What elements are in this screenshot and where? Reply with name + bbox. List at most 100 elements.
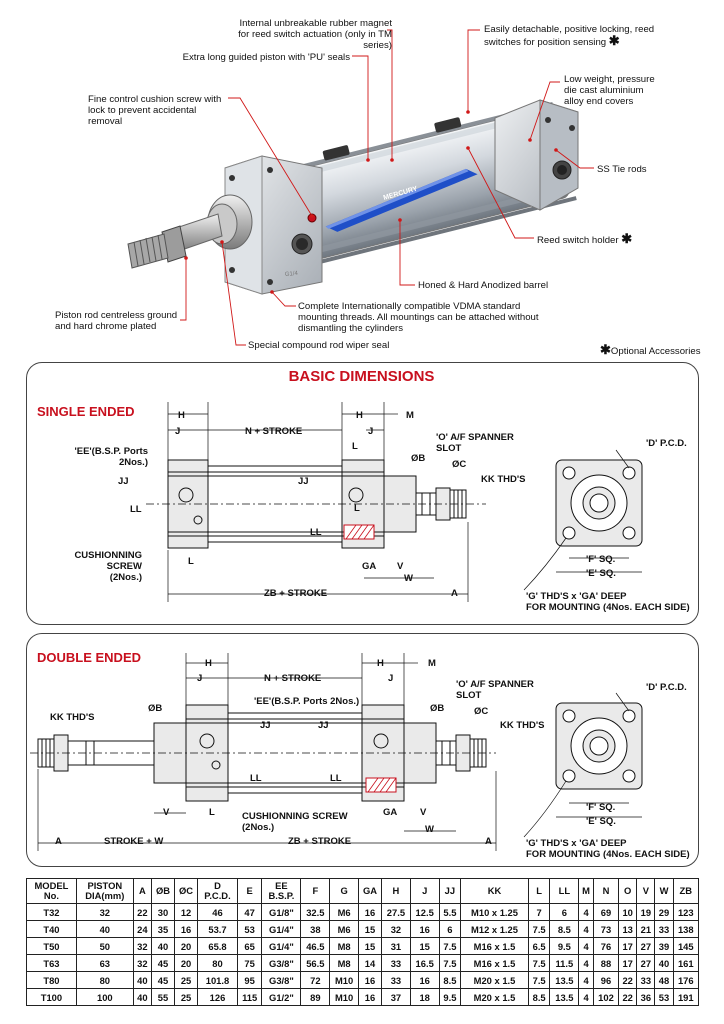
table-cell: 4	[578, 920, 594, 938]
table-cell: 15	[357, 937, 383, 955]
single-label-zb: ZB + STROKE	[264, 588, 328, 599]
double-label-ob2: ØB	[430, 703, 445, 714]
double-ended-drawing	[30, 653, 643, 851]
table-header-cell: GA	[357, 878, 383, 904]
table-cell: 7.5	[527, 971, 551, 989]
table-cell: 15	[357, 920, 383, 938]
single-label-ee: 'EE'(B.S.P. Ports 2Nos.)	[74, 446, 148, 468]
table-cell: 56.5	[300, 954, 331, 972]
double-label-esq: 'E' SQ.	[586, 816, 616, 827]
table-cell: 115	[236, 988, 263, 1006]
single-label-g: 'G' THD'S x 'GA' DEEP FOR MOUNTING (4Nos…	[526, 591, 690, 613]
double-ended-title: DOUBLE ENDED	[37, 650, 142, 665]
single-label-l-top: L	[352, 441, 358, 452]
double-label-n-stroke: N + STROKE	[264, 673, 322, 684]
table-cell: 95	[236, 971, 263, 989]
cylinder-illustration: MERCURY G1/4	[127, 29, 594, 346]
table-cell: 65	[236, 937, 263, 955]
table-cell: 7.5	[438, 954, 462, 972]
table-header-cell: M	[578, 878, 594, 904]
table-cell: 16	[357, 903, 383, 921]
callout-barrel: Honed & Hard Anodized barrel	[418, 280, 549, 291]
callout-reed-holder: Reed switch holder ✱	[537, 231, 633, 246]
single-label-fsq: 'F' SQ.	[586, 554, 616, 565]
table-cell: 22	[618, 988, 638, 1006]
table-cell: 31	[381, 937, 411, 955]
double-label-l: L	[209, 807, 215, 818]
table-cell: 33	[381, 971, 411, 989]
table-cell: 27	[636, 937, 656, 955]
table-cell: M20 x 1.5	[460, 988, 529, 1006]
table-cell: 102	[592, 988, 620, 1006]
table-cell: T80	[26, 971, 77, 989]
double-label-g: 'G' THD'S x 'GA' DEEP FOR MOUNTING (4Nos…	[526, 838, 690, 860]
table-cell: M10 x 1.25	[460, 903, 529, 921]
table-cell: 17	[618, 937, 638, 955]
table-cell: 39	[654, 937, 674, 955]
double-label-pcd: 'D' P.C.D.	[646, 682, 687, 693]
table-cell: 55	[150, 988, 176, 1006]
table-header-cell: KK	[460, 878, 529, 904]
double-label-w: W	[425, 824, 434, 835]
table-cell: 40	[75, 920, 134, 938]
table-cell: 126	[197, 988, 238, 1006]
table-cell: 72	[300, 971, 331, 989]
callout-piston: Extra long guided piston with 'PU' seals	[182, 52, 350, 63]
asterisk-icon: ✱	[621, 231, 633, 246]
table-cell: 40	[132, 988, 152, 1006]
table-cell: 20	[174, 954, 199, 972]
table-cell: 63	[75, 954, 134, 972]
single-ended-drawing	[146, 402, 643, 602]
single-label-oc: ØC	[452, 459, 467, 470]
callout-end-covers: Low weight, pressure die cast aluminium …	[564, 74, 655, 107]
table-cell: 161	[672, 954, 700, 972]
table-header-cell: PISTON DIA(mm)	[75, 878, 134, 904]
table-cell: 7	[527, 903, 551, 921]
table-cell: 46.5	[300, 937, 331, 955]
table-cell: 4	[578, 971, 594, 989]
table-cell: 27.5	[381, 903, 411, 921]
table-cell: 8.5	[438, 971, 462, 989]
table-cell: 11.5	[549, 954, 580, 972]
table-header-cell: L	[527, 878, 551, 904]
table-cell: G1/8"	[261, 903, 302, 921]
table-cell: 8.5	[549, 920, 580, 938]
table-header-cell: LL	[549, 878, 580, 904]
table-cell: 9.5	[549, 937, 580, 955]
table-header-cell: E	[236, 878, 263, 904]
table-header-cell: D P.C.D.	[197, 878, 238, 904]
table-cell: M6	[329, 920, 359, 938]
double-label-ll2: LL	[330, 773, 342, 784]
table-cell: 69	[592, 903, 620, 921]
table-cell: 53	[654, 988, 674, 1006]
table-cell: 37	[381, 988, 411, 1006]
single-ended-title: SINGLE ENDED	[37, 404, 135, 419]
table-cell: 4	[578, 903, 594, 921]
single-label-n-stroke: N + STROKE	[245, 426, 303, 437]
table-header-cell: F	[300, 878, 331, 904]
double-label-v: V	[163, 807, 170, 818]
table-cell: 7.5	[527, 954, 551, 972]
table-cell: 145	[672, 937, 700, 955]
callout-vdma: Complete Internationally compatible VDMA…	[298, 301, 539, 334]
table-cell: 22	[618, 971, 638, 989]
single-label-h2: H	[356, 410, 363, 421]
table-cell: M8	[329, 954, 359, 972]
table-header-cell: W	[654, 878, 674, 904]
table-cell: 25	[174, 988, 199, 1006]
table-cell: 88	[592, 954, 620, 972]
table-cell: 29	[654, 903, 674, 921]
table-cell: 35	[150, 920, 176, 938]
double-label-j2: J	[388, 673, 394, 684]
table-cell: 89	[300, 988, 331, 1006]
double-label-ob: ØB	[148, 703, 163, 714]
table-cell: 24	[132, 920, 152, 938]
table-cell: 19	[636, 903, 656, 921]
